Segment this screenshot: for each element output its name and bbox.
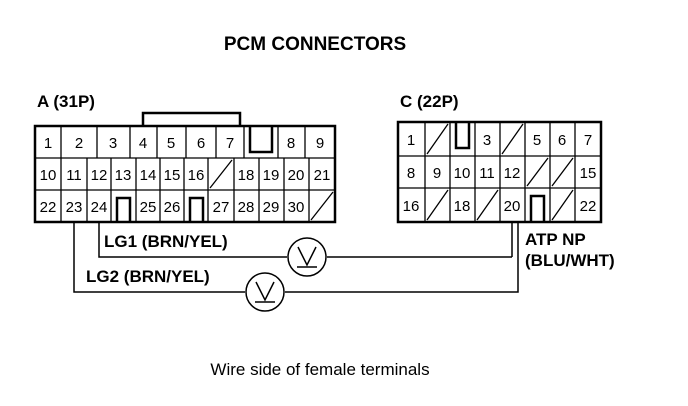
empty-cavity-slash xyxy=(310,191,334,221)
wire-atp-np-color-label: (BLU/WHT) xyxy=(525,251,615,270)
pin-a-28: 28 xyxy=(238,199,255,216)
pin-c-1: 1 xyxy=(407,132,415,149)
connector-c: 1 3 5 6 7 8 9 10 11 12 15 16 18 20 22 xyxy=(396,120,603,224)
pin-a-30: 30 xyxy=(288,199,305,216)
wire-lg2 xyxy=(73,222,245,293)
pin-a-3: 3 xyxy=(109,135,117,152)
connector-a-lock-notch xyxy=(188,196,205,222)
pin-a-12: 12 xyxy=(91,167,108,184)
empty-cavity-slash xyxy=(501,123,524,155)
wire-lg2-return xyxy=(285,222,519,293)
pin-a-15: 15 xyxy=(164,167,181,184)
pin-a-4: 4 xyxy=(139,135,147,152)
pin-a-11: 11 xyxy=(66,167,82,184)
pin-a-26: 26 xyxy=(164,199,181,216)
empty-cavity-slash xyxy=(209,159,233,189)
diagram-caption: Wire side of female terminals xyxy=(210,360,429,379)
connector-a: 1 2 3 4 5 6 7 8 9 10 11 12 1 xyxy=(33,111,337,224)
pin-a-9: 9 xyxy=(316,135,324,152)
pin-a-24: 24 xyxy=(91,199,108,216)
pin-a-10: 10 xyxy=(40,167,57,184)
pin-c-6: 6 xyxy=(558,132,566,149)
pin-c-11: 11 xyxy=(479,165,495,182)
pin-c-22: 22 xyxy=(580,198,597,215)
connector-a-latch xyxy=(141,111,242,126)
wire-lg1 xyxy=(98,222,287,258)
voltmeter-icon xyxy=(245,272,285,312)
connector-c-key-notch xyxy=(454,122,471,150)
pin-c-7: 7 xyxy=(584,132,592,149)
wire-lg2-label: LG2 (BRN/YEL) xyxy=(86,267,210,286)
connector-c-lock-notch xyxy=(529,194,546,222)
connector-a-row-2: 10 11 12 13 14 15 16 18 19 20 21 xyxy=(40,158,331,190)
pin-a-14: 14 xyxy=(140,167,157,184)
pin-c-9: 9 xyxy=(433,165,441,182)
empty-cavity-slash xyxy=(426,189,449,221)
connector-a-row-3: 22 23 24 25 26 27 28 29 30 xyxy=(40,190,334,222)
pin-a-19: 19 xyxy=(263,167,280,184)
pin-a-6: 6 xyxy=(197,135,205,152)
pin-c-10: 10 xyxy=(454,165,471,182)
connector-a-label: A (31P) xyxy=(37,92,95,111)
empty-cavity-slash xyxy=(426,123,449,155)
pin-a-1: 1 xyxy=(44,135,52,152)
pin-c-18: 18 xyxy=(454,198,471,215)
pin-c-20: 20 xyxy=(504,198,521,215)
wire-lg1-label: LG1 (BRN/YEL) xyxy=(104,232,228,251)
pin-a-21: 21 xyxy=(314,167,331,184)
pin-a-13: 13 xyxy=(115,167,132,184)
connector-a-lock-notch xyxy=(115,196,132,222)
pin-a-20: 20 xyxy=(288,167,305,184)
pin-a-2: 2 xyxy=(75,135,83,152)
pin-a-29: 29 xyxy=(263,199,280,216)
pin-a-27: 27 xyxy=(213,199,230,216)
pin-a-18: 18 xyxy=(238,167,255,184)
connector-a-key-notch xyxy=(248,126,274,154)
pin-c-8: 8 xyxy=(407,165,415,182)
pin-a-23: 23 xyxy=(66,199,83,216)
pin-c-3: 3 xyxy=(483,132,491,149)
pin-c-15: 15 xyxy=(580,165,597,182)
pin-c-5: 5 xyxy=(533,132,541,149)
pin-a-22: 22 xyxy=(40,199,57,216)
pin-c-16: 16 xyxy=(403,198,420,215)
empty-cavity-slash xyxy=(476,189,499,221)
connector-a-body xyxy=(33,124,337,224)
pin-a-8: 8 xyxy=(287,135,295,152)
wire-atp-np-label: ATP NP xyxy=(525,230,586,249)
connector-a-row-1: 1 2 3 4 5 6 7 8 9 xyxy=(44,126,324,158)
empty-cavity-slash xyxy=(551,157,574,187)
empty-cavity-slash xyxy=(551,189,574,221)
pin-c-12: 12 xyxy=(504,165,521,182)
pin-a-7: 7 xyxy=(226,135,234,152)
pin-a-25: 25 xyxy=(140,199,157,216)
connector-c-label: C (22P) xyxy=(400,92,459,111)
empty-cavity-slash xyxy=(526,157,549,187)
diagram-title: PCM CONNECTORS xyxy=(224,34,406,55)
pin-a-5: 5 xyxy=(167,135,175,152)
voltmeter-icon xyxy=(287,237,327,277)
pin-a-16: 16 xyxy=(188,167,205,184)
